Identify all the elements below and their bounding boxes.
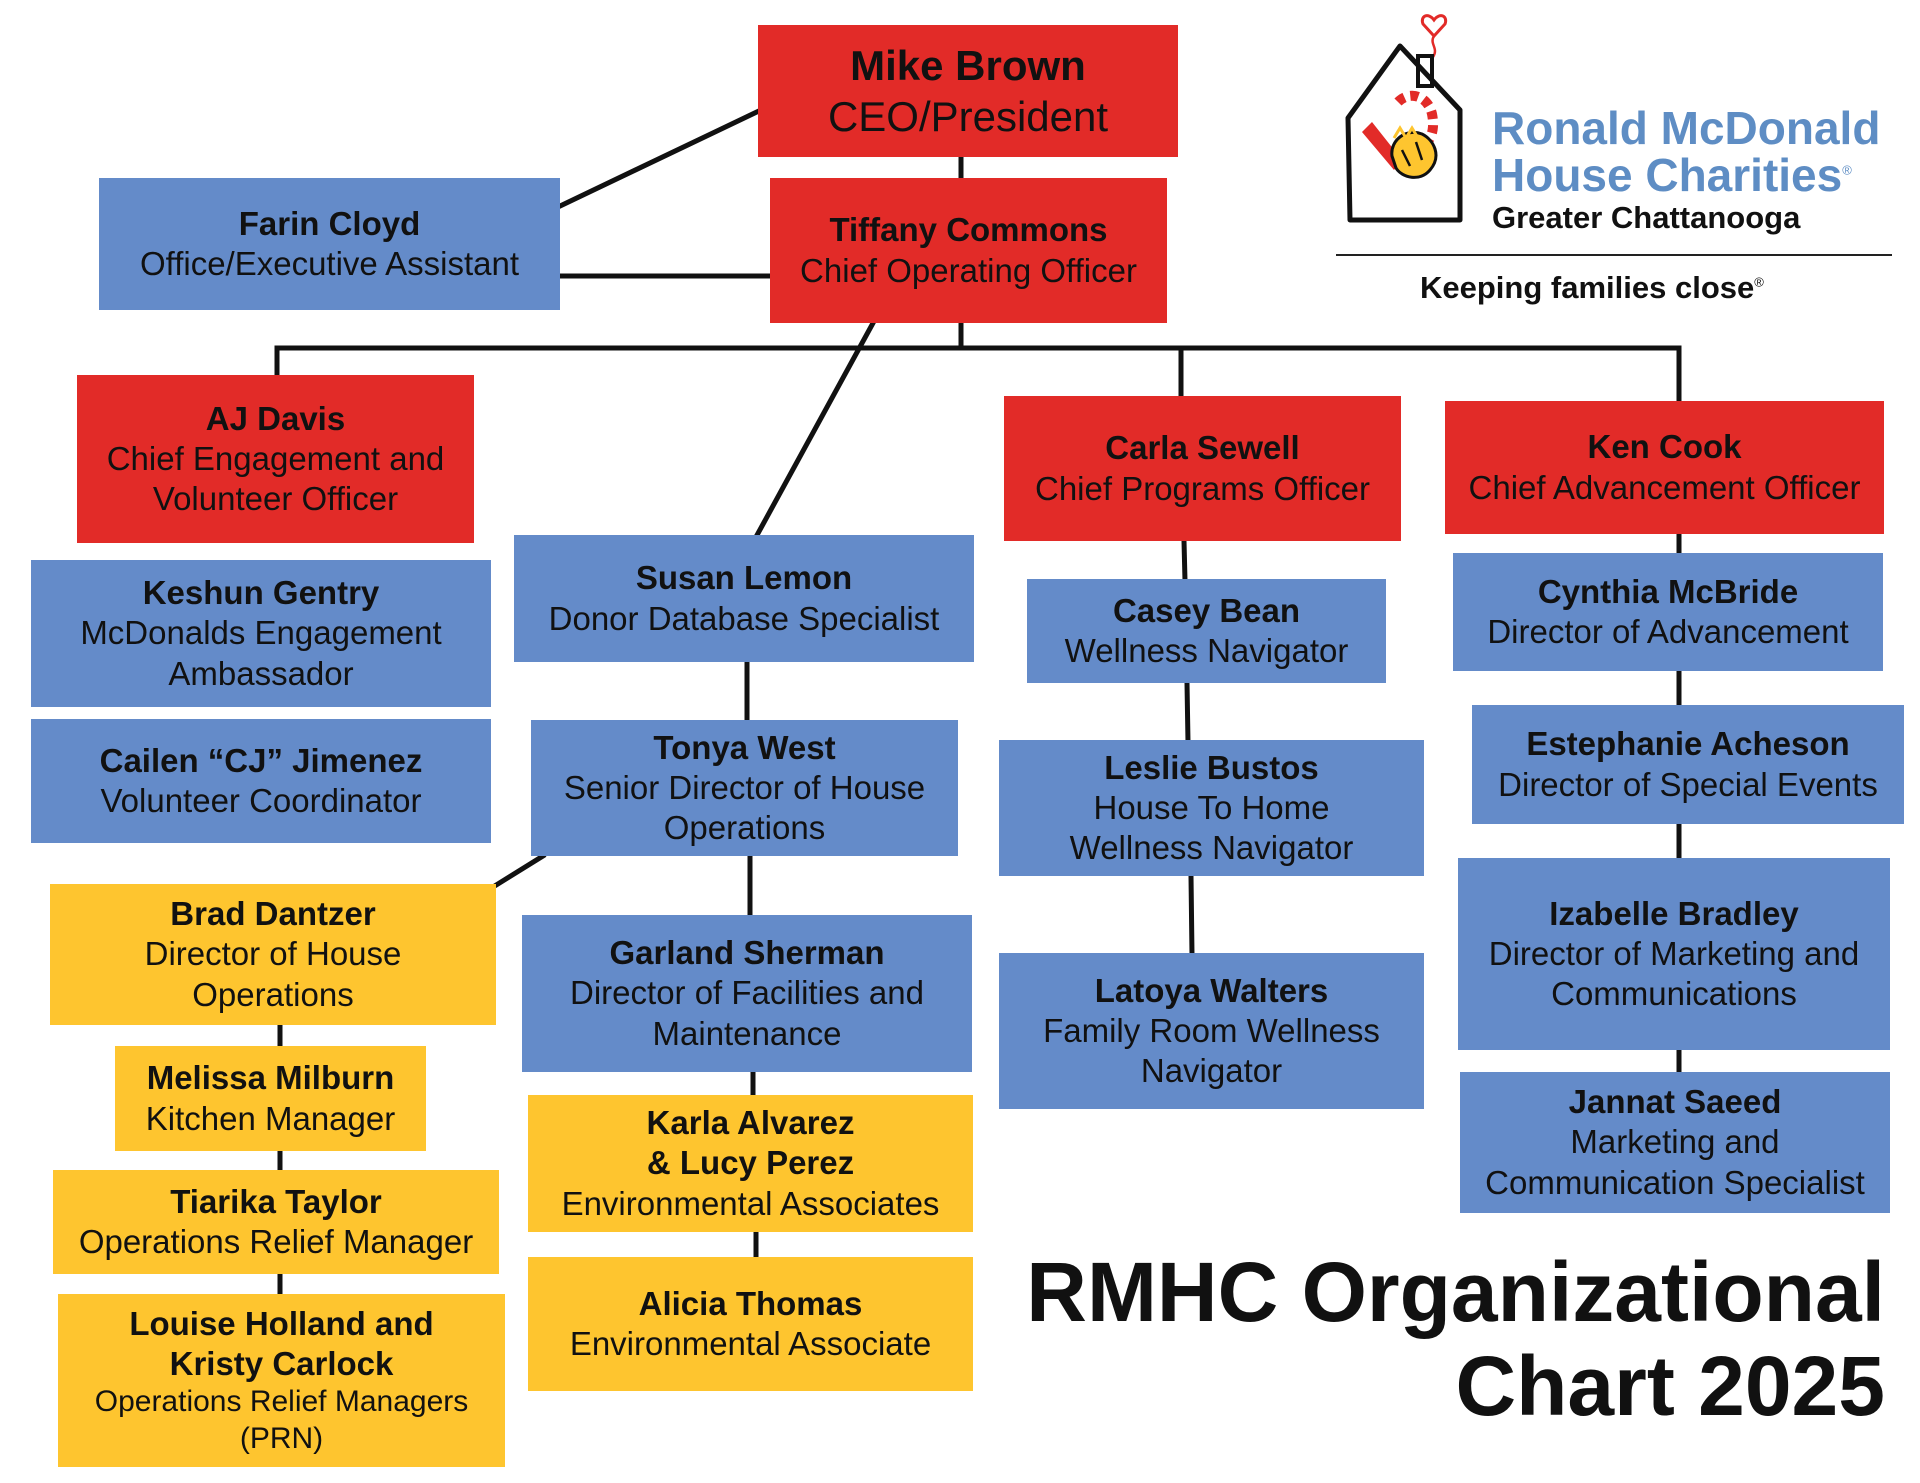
name-casey-bean: Casey Bean (1112, 591, 1301, 629)
box-melissa-milburn: Melissa Milburn Kitchen Manager (115, 1046, 426, 1151)
name-brad-dantzer: Brad Dantzer (170, 895, 376, 933)
box-brad-dantzer: Brad Dantzer Director of House Operation… (50, 884, 496, 1025)
box-louise-holland-kristy-carlock: Louise Holland and Kristy Carlock Operat… (58, 1294, 505, 1467)
title-louise-holland-kristy-carlock: Operations Relief Managers (PRN) (94, 1385, 469, 1455)
box-susan-lemon: Susan Lemon Donor Database Specialist (514, 535, 974, 662)
name-aj-davis: AJ Davis (205, 399, 346, 437)
name-cynthia-mcbride: Cynthia McBride (1537, 572, 1799, 610)
name-keshun-gentry: Keshun Gentry (142, 574, 380, 612)
registered-mark-icon: ® (1754, 274, 1764, 290)
title-garland-sherman: Director of Facilities and Maintenance (570, 974, 924, 1052)
title-tiarika-taylor: Operations Relief Manager (78, 1223, 474, 1260)
logo-line2: House Charities® (1492, 152, 1852, 198)
house-hands-logo-icon (1345, 14, 1463, 223)
box-izabelle-bradley: Izabelle Bradley Director of Marketing a… (1458, 858, 1890, 1050)
box-alicia-thomas: Alicia Thomas Environmental Associate (528, 1257, 973, 1391)
box-estephanie-acheson: Estephanie Acheson Director of Special E… (1472, 705, 1904, 824)
name-karla-alvarez-lucy-perez: Karla Alvarez & Lucy Perez (646, 1104, 855, 1182)
title-cailen-jimenez: Volunteer Coordinator (100, 782, 422, 819)
title-estephanie-acheson: Director of Special Events (1498, 765, 1878, 803)
box-tonya-west: Tonya West Senior Director of House Oper… (531, 720, 958, 856)
box-keshun-gentry: Keshun Gentry McDonalds Engagement Ambas… (31, 560, 491, 707)
name-tonya-west: Tonya West (653, 728, 836, 766)
title-farin-cloyd: Office/Executive Assistant (139, 245, 520, 282)
box-mike-brown: Mike Brown CEO/President (758, 25, 1178, 157)
title-alicia-thomas: Environmental Associate (569, 1325, 932, 1362)
box-karla-alvarez-lucy-perez: Karla Alvarez & Lucy Perez Environmental… (528, 1095, 973, 1232)
connector-carla-casey (1181, 538, 1188, 584)
box-tiarika-taylor: Tiarika Taylor Operations Relief Manager (53, 1170, 499, 1274)
rmhc-logo: Ronald McDonald House Charities® Greater… (1336, 10, 1896, 320)
connector-ceo-assistant (556, 106, 765, 210)
logo-line2-text: House Charities (1492, 149, 1843, 201)
name-leslie-bustos: Leslie Bustos (1104, 748, 1319, 786)
box-jannat-saeed: Jannat Saeed Marketing and Communication… (1460, 1072, 1890, 1213)
title-ken-cook: Chief Advancement Officer (1468, 468, 1861, 506)
logo-divider (1336, 254, 1892, 256)
registered-mark-icon: ® (1842, 162, 1852, 178)
box-leslie-bustos: Leslie Bustos House To Home Wellness Nav… (999, 740, 1424, 876)
box-tiffany-commons: Tiffany Commons Chief Operating Officer (770, 178, 1167, 323)
logo-line3: Greater Chattanooga (1492, 200, 1801, 235)
title-brad-dantzer: Director of House Operations (144, 935, 402, 1013)
connector-coo-susan (752, 319, 877, 541)
title-cynthia-mcbride: Director of Advancement (1487, 613, 1849, 650)
name-cailen-jimenez: Cailen “CJ” Jimenez (99, 741, 423, 779)
name-garland-sherman: Garland Sherman (609, 934, 885, 972)
name-latoya-walters: Latoya Walters (1094, 971, 1329, 1009)
title-izabelle-bradley: Director of Marketing and Communications (1488, 934, 1860, 1013)
connector-casey-leslie (1184, 680, 1191, 745)
box-cailen-jimenez: Cailen “CJ” Jimenez Volunteer Coordinato… (31, 719, 491, 843)
name-melissa-milburn: Melissa Milburn (146, 1059, 395, 1097)
name-carla-sewell: Carla Sewell (1105, 429, 1300, 467)
box-casey-bean: Casey Bean Wellness Navigator (1027, 579, 1386, 683)
box-farin-cloyd: Farin Cloyd Office/Executive Assistant (99, 178, 560, 310)
name-mike-brown: Mike Brown (850, 41, 1086, 89)
chart-title: RMHC Organizational Chart 2025 (1026, 1245, 1885, 1434)
name-tiarika-taylor: Tiarika Taylor (170, 1182, 382, 1220)
name-farin-cloyd: Farin Cloyd (238, 204, 421, 242)
name-jannat-saeed: Jannat Saeed (1568, 1083, 1782, 1121)
box-aj-davis: AJ Davis Chief Engagement and Volunteer … (77, 375, 474, 543)
box-garland-sherman: Garland Sherman Director of Facilities a… (522, 915, 972, 1072)
logo-tagline: Keeping families close® (1420, 272, 1764, 303)
name-tiffany-commons: Tiffany Commons (829, 211, 1108, 249)
name-alicia-thomas: Alicia Thomas (638, 1284, 863, 1322)
connector-tonya-brad (489, 852, 547, 891)
logo-line1: Ronald McDonald (1492, 102, 1881, 154)
logo-tagline-text: Keeping families close (1420, 270, 1755, 305)
title-susan-lemon: Donor Database Specialist (548, 599, 940, 637)
title-leslie-bustos: House To Home Wellness Navigator (1069, 788, 1354, 867)
name-izabelle-bradley: Izabelle Bradley (1549, 894, 1799, 932)
title-tiffany-commons: Chief Operating Officer (800, 251, 1137, 289)
name-ken-cook: Ken Cook (1587, 428, 1742, 466)
title-karla-alvarez-lucy-perez: Environmental Associates (561, 1184, 940, 1222)
title-keshun-gentry: McDonalds Engagement Ambassador (80, 614, 442, 692)
name-susan-lemon: Susan Lemon (635, 559, 853, 597)
name-estephanie-acheson: Estephanie Acheson (1526, 725, 1850, 763)
title-latoya-walters: Family Room Wellness Navigator (1043, 1011, 1380, 1090)
box-carla-sewell: Carla Sewell Chief Programs Officer (1004, 396, 1401, 541)
title-casey-bean: Wellness Navigator (1064, 632, 1349, 669)
name-louise-holland-kristy-carlock: Louise Holland and Kristy Carlock (129, 1304, 434, 1382)
connector-leslie-latoya (1188, 873, 1195, 958)
box-latoya-walters: Latoya Walters Family Room Wellness Navi… (999, 953, 1424, 1109)
box-cynthia-mcbride: Cynthia McBride Director of Advancement (1453, 553, 1883, 671)
title-aj-davis: Chief Engagement and Volunteer Officer (106, 439, 445, 518)
title-mike-brown: CEO/President (827, 93, 1109, 140)
box-ken-cook: Ken Cook Chief Advancement Officer (1445, 401, 1884, 534)
title-jannat-saeed: Marketing and Communication Specialist (1485, 1123, 1865, 1201)
title-carla-sewell: Chief Programs Officer (1035, 469, 1370, 507)
title-tonya-west: Senior Director of House Operations (563, 768, 926, 847)
title-melissa-milburn: Kitchen Manager (145, 1099, 396, 1137)
